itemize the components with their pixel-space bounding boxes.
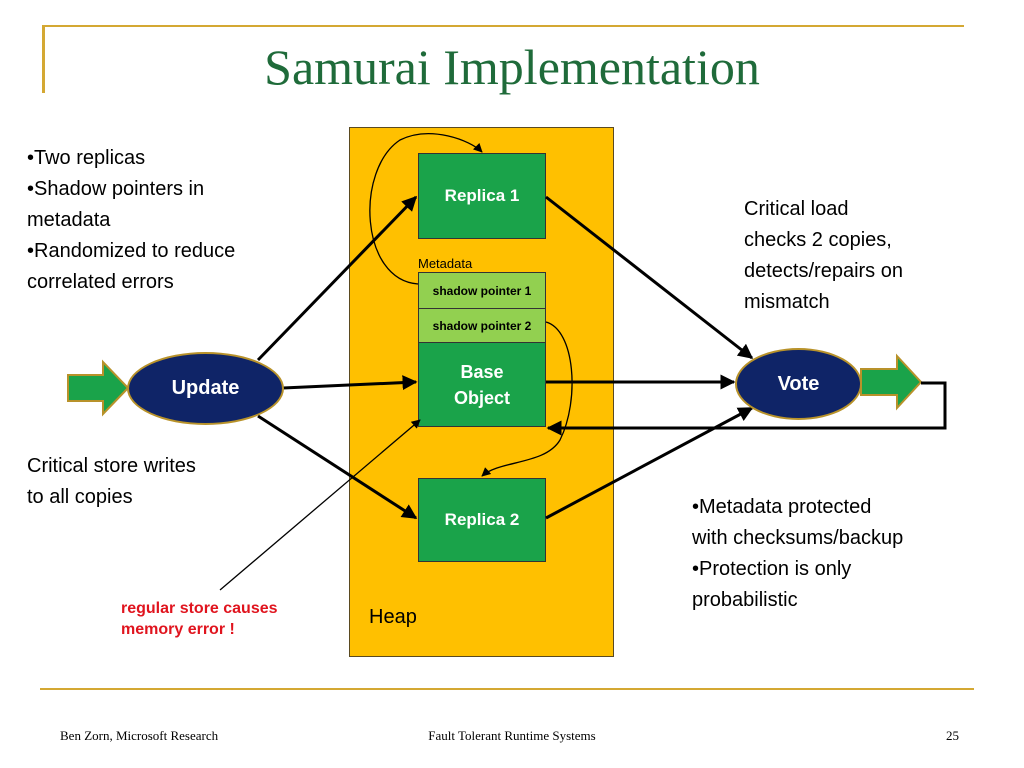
note-line: •Randomized to reduce: [27, 240, 236, 262]
note-line: •Protection is only: [692, 558, 852, 580]
note-right-bottom: •Metadata protected with checksums/backu…: [692, 492, 992, 616]
note-line: probabilistic: [692, 589, 798, 611]
note-line: •Metadata protected: [692, 496, 872, 518]
metadata-label: Metadata: [418, 256, 473, 271]
note-line: checks 2 copies,: [744, 229, 892, 251]
update-to-base-arrow: [282, 375, 418, 391]
note-line: to all copies: [27, 486, 133, 508]
update-to-replica1-arrow: [256, 195, 418, 362]
input-arrow-icon: [67, 359, 130, 417]
note-line: •Shadow pointers in: [27, 178, 205, 200]
update-node: Update: [127, 352, 284, 425]
shadow-pointer-1-link: [369, 133, 483, 285]
replica-1-box: Replica 1: [418, 153, 546, 239]
note-right-top: Critical load checks 2 copies, detects/r…: [744, 194, 1004, 318]
note-line: with checksums/backup: [692, 527, 904, 549]
replica2-to-vote-arrow: [545, 406, 754, 520]
shadow-pointer-2-link: [481, 321, 573, 477]
note-left-top: •Two replicas •Shadow pointers in metada…: [27, 143, 327, 298]
shadow-pointer-2-label: shadow pointer 2: [432, 318, 532, 333]
note-line: correlated errors: [27, 271, 174, 293]
vote-label: Vote: [777, 372, 820, 395]
update-label: Update: [171, 377, 240, 399]
replica-2-label: Replica 2: [444, 510, 520, 529]
base-object-label-line1: Base: [460, 361, 504, 382]
note-line: memory error !: [121, 621, 235, 638]
vote-node: Vote: [735, 348, 862, 420]
top-rule: [42, 25, 964, 27]
base-object-box: Base Object: [418, 342, 546, 427]
page-number: 25: [946, 728, 959, 743]
slide-title: Samurai Implementation: [264, 39, 760, 95]
vote-feedback-arrow: [546, 381, 947, 436]
footer-title: Fault Tolerant Runtime Systems: [428, 728, 596, 743]
note-line: mismatch: [744, 291, 830, 313]
shadow-pointer-1-box: shadow pointer 1: [418, 272, 546, 309]
base-object-label-line2: Object: [453, 387, 510, 408]
output-arrow-icon: [860, 353, 923, 411]
replica1-to-vote-arrow: [545, 195, 754, 360]
memory-error-pointer: [219, 419, 421, 591]
left-rule: [42, 25, 45, 93]
note-line: regular store causes: [121, 600, 278, 617]
bottom-rule: [40, 688, 974, 690]
heap-label: Heap: [369, 606, 417, 628]
note-line: detects/repairs on: [744, 260, 903, 282]
note-left-middle: Critical store writes to all copies: [27, 451, 277, 513]
note-line: Critical store writes: [27, 455, 196, 477]
note-line: metadata: [27, 209, 111, 231]
shadow-pointer-1-label: shadow pointer 1: [432, 283, 532, 298]
replica-1-label: Replica 1: [444, 186, 520, 205]
note-line: •Two replicas: [27, 147, 146, 169]
update-to-replica2-arrow: [257, 414, 418, 520]
shadow-pointer-2-box: shadow pointer 2: [418, 308, 546, 343]
replica-2-box: Replica 2: [418, 478, 546, 562]
memory-error-note: regular store causes memory error !: [121, 598, 341, 640]
note-line: Critical load: [744, 198, 849, 220]
footer-author: Ben Zorn, Microsoft Research: [60, 728, 219, 743]
